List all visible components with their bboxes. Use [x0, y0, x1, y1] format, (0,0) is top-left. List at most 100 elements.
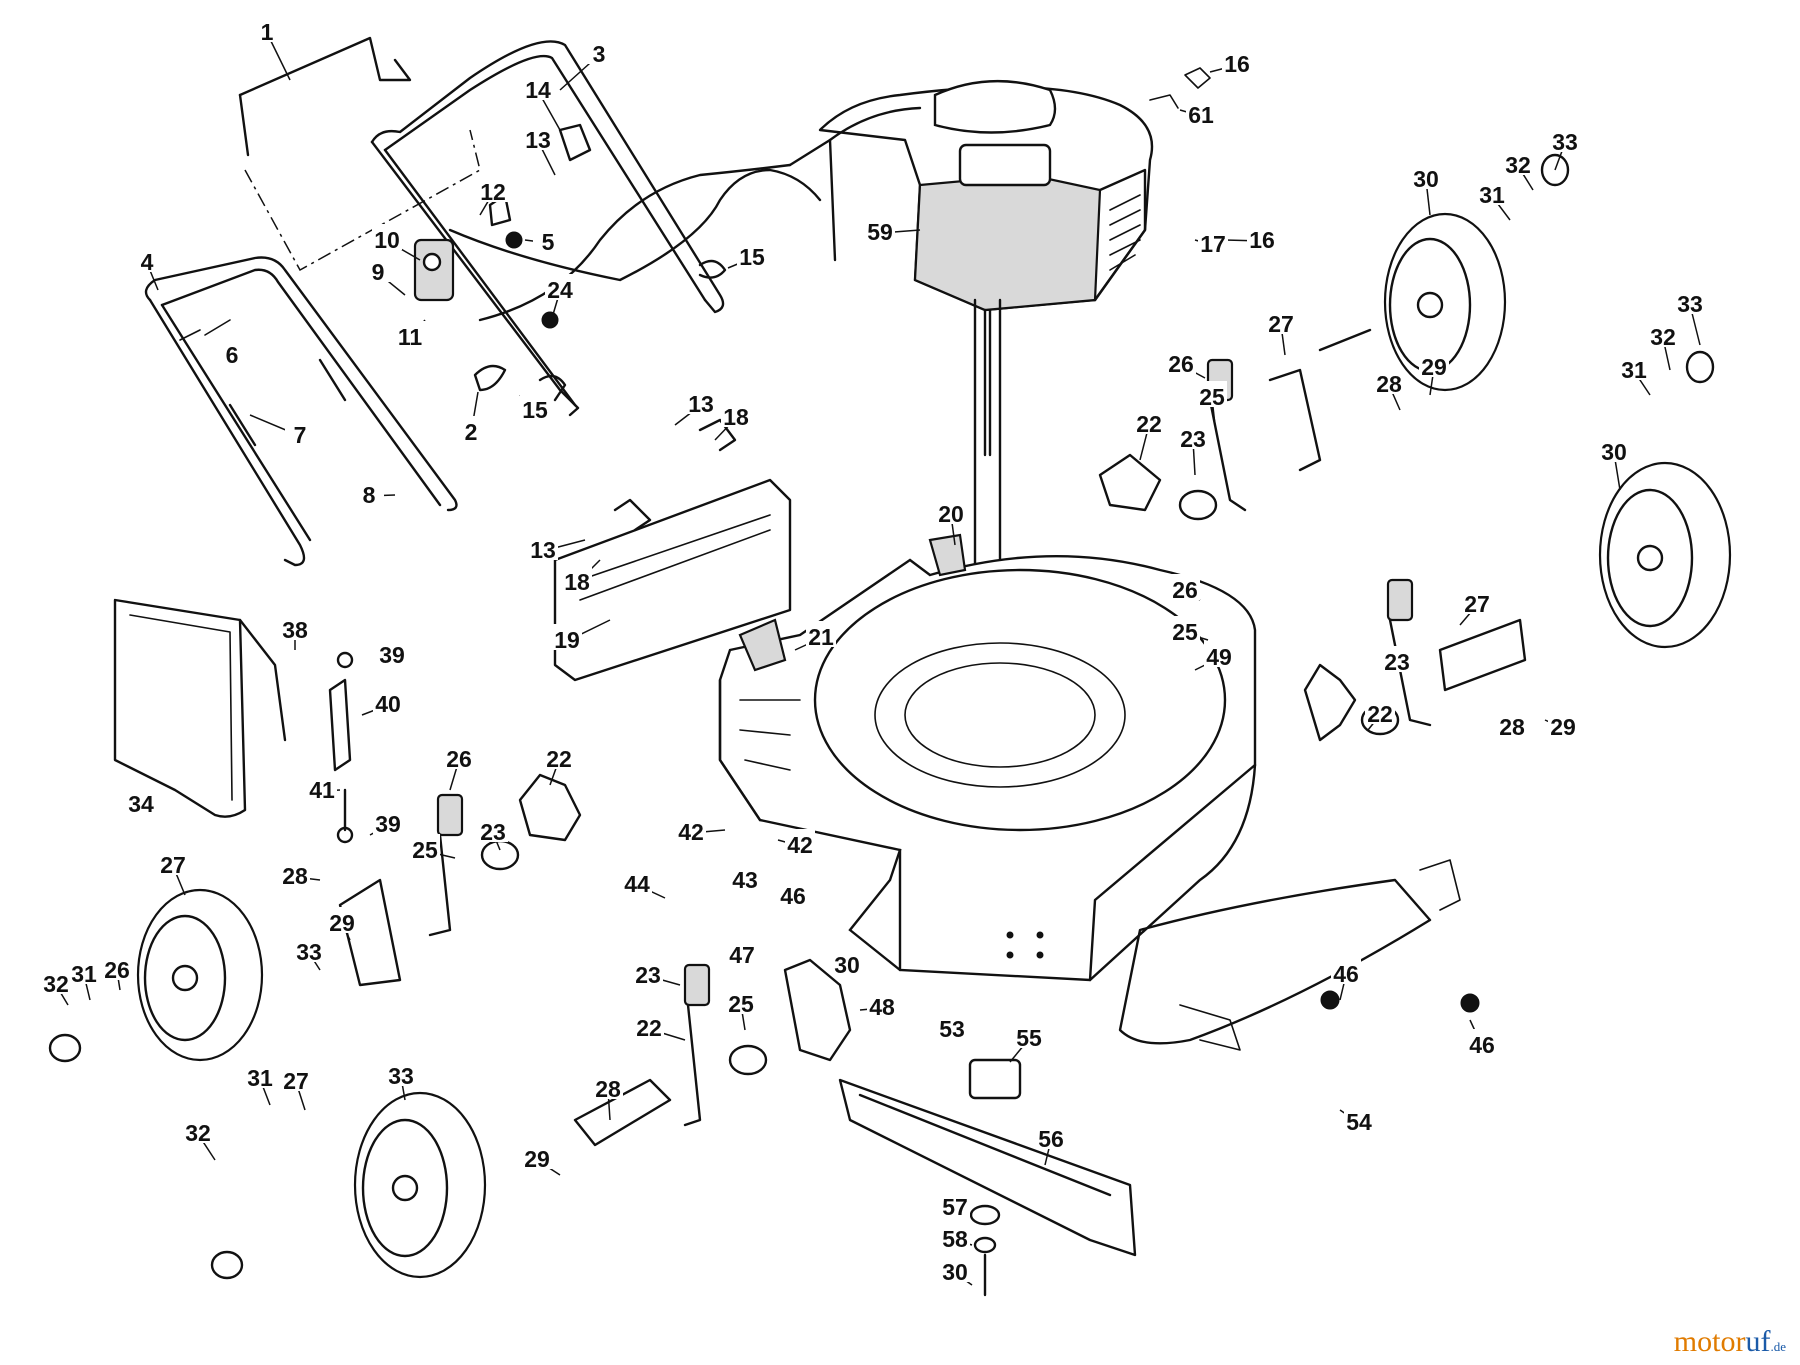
part-number-label: 30 [1413, 166, 1439, 192]
part-label-bg [686, 388, 716, 414]
part-label-bg [280, 614, 310, 640]
part-number-label: 32 [43, 971, 69, 997]
part-number-label: 61 [1188, 102, 1214, 128]
part-number-label: 26 [1168, 351, 1194, 377]
part-number-label: 25 [728, 991, 754, 1017]
part-number-label: 23 [635, 962, 661, 988]
part-label-bg [1619, 354, 1649, 380]
part-number-label: 29 [1421, 354, 1447, 380]
part-label-bg [1247, 224, 1277, 250]
part-label-bg [126, 788, 156, 814]
wheel-right-front [1598, 350, 1732, 649]
part-label-bg [940, 1256, 970, 1282]
part-number-label: 59 [867, 219, 893, 245]
part-label-bg [327, 907, 357, 933]
part-label-bg [726, 988, 756, 1014]
part-number-label: 20 [938, 501, 964, 527]
part-number-label: 16 [1249, 227, 1275, 253]
part-number-label: 46 [780, 883, 806, 909]
part-number-label: 39 [375, 811, 401, 837]
part-label-bg [523, 124, 553, 150]
part-label-bg [410, 834, 440, 860]
part-label-bg [940, 1191, 970, 1217]
throttle-control [413, 238, 455, 302]
part-label-bg [217, 339, 247, 365]
part-number-label: 13 [688, 391, 714, 417]
part-label-bg [737, 241, 767, 267]
part-number-label: 13 [525, 127, 551, 153]
part-label-bg [593, 1073, 623, 1099]
part-number-label: 23 [1384, 649, 1410, 675]
part-number-label: 1 [261, 19, 274, 45]
part-label-bg [1036, 1123, 1066, 1149]
part-label-bg [1462, 588, 1492, 614]
deck-baffle [1118, 859, 1461, 1051]
part-label-bg [1365, 698, 1395, 724]
part-label-bg [730, 864, 760, 890]
part-number-label: 26 [104, 957, 130, 983]
part-label-bg [1411, 163, 1441, 189]
deflector-bracket [738, 533, 967, 672]
part-label-bg [245, 1062, 275, 1088]
part-label-bg [584, 38, 614, 64]
control-cable [448, 138, 837, 322]
rear-trail-shield [553, 418, 792, 682]
part-label-bg [622, 868, 652, 894]
upper-handle [370, 40, 725, 417]
part-number-label: 41 [309, 777, 335, 803]
part-number-label: 38 [282, 617, 308, 643]
part-number-label: 43 [732, 867, 758, 893]
part-number-label: 27 [1268, 311, 1294, 337]
part-number-label: 34 [128, 791, 154, 817]
part-number-label: 46 [1469, 1032, 1495, 1058]
part-number-label: 33 [296, 939, 322, 965]
part-number-label: 25 [412, 837, 438, 863]
part-label-bg [377, 639, 407, 665]
part-number-label: 22 [1136, 411, 1162, 437]
part-number-label: 25 [1172, 619, 1198, 645]
part-number-label: 22 [1367, 701, 1393, 727]
part-number-label: 55 [1016, 1025, 1042, 1051]
part-label-bg [386, 1060, 416, 1086]
part-number-label: 33 [1552, 129, 1578, 155]
part-label-bg [865, 216, 895, 242]
part-number-label: 56 [1038, 1126, 1064, 1152]
part-number-label: 23 [1180, 426, 1206, 452]
part-label-bg [444, 743, 474, 769]
part-label-bg [1675, 288, 1705, 314]
part-label-bg [1204, 641, 1234, 667]
part-number-label: 16 [1224, 51, 1250, 77]
part-number-label: 2 [465, 419, 478, 445]
part-label-bg [183, 1117, 213, 1143]
part-label-bg [1170, 574, 1200, 600]
part-label-bg [354, 479, 384, 505]
part-number-label: 28 [282, 863, 308, 889]
part-label-bg [132, 246, 162, 272]
part-number-label: 15 [739, 244, 765, 270]
part-label-bg [285, 419, 315, 445]
part-label-bg [281, 1065, 311, 1091]
part-label-bg [1014, 1022, 1044, 1048]
part-label-bg [634, 1012, 664, 1038]
part-number-label: 7 [294, 422, 307, 448]
part-label-bg [940, 1223, 970, 1249]
part-label-bg [1197, 381, 1227, 407]
part-label-bg [1599, 436, 1629, 462]
part-label-bg [533, 226, 563, 252]
part-number-label: 31 [1479, 182, 1505, 208]
part-label-bg [1497, 711, 1527, 737]
part-number-label: 19 [554, 627, 580, 653]
wheel-left-rear [48, 888, 264, 1063]
part-number-label: 27 [1464, 591, 1490, 617]
part-label-bg [520, 394, 550, 420]
part-number-label: 33 [388, 1063, 414, 1089]
part-label-bg [1178, 423, 1208, 449]
part-number-label: 40 [375, 691, 401, 717]
part-number-label: 12 [480, 179, 506, 205]
part-number-label: 6 [226, 342, 239, 368]
height-adjuster-left-front [573, 958, 852, 1147]
part-number-label: 18 [564, 569, 590, 595]
part-number-label: 15 [522, 397, 548, 423]
part-label-bg [1170, 616, 1200, 642]
part-number-label: 21 [808, 624, 834, 650]
